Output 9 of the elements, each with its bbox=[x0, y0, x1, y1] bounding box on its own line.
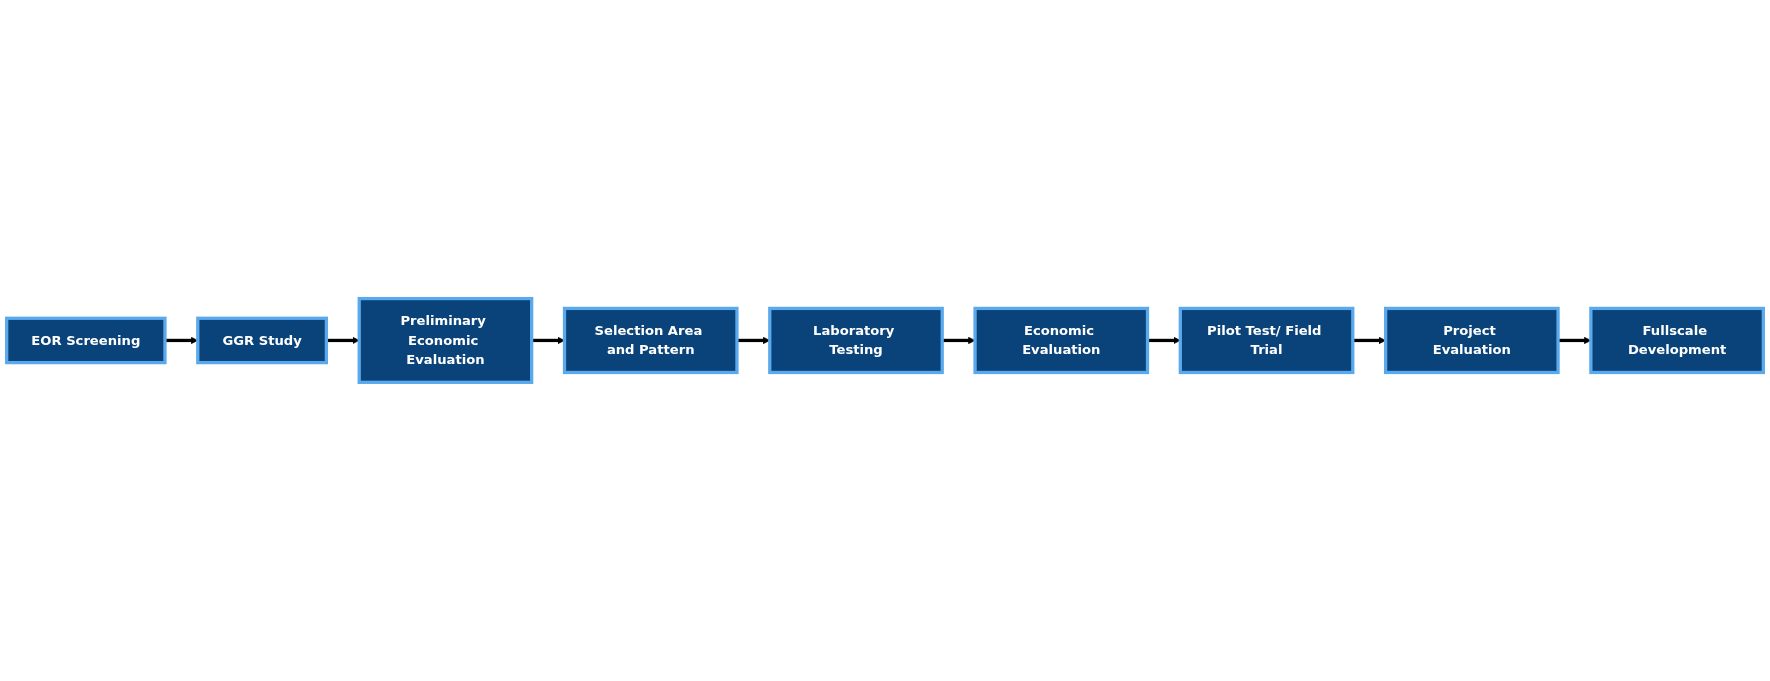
node-box: GGR Study bbox=[196, 316, 328, 365]
node-box: Pilot Test/ Field Trial bbox=[1178, 306, 1355, 375]
node-box: Selection Area and Pattern bbox=[562, 306, 739, 375]
node-box: Fullscale Development bbox=[1589, 306, 1765, 375]
node-box: Project Evaluation bbox=[1383, 306, 1560, 375]
node-box: Economic Evaluation bbox=[973, 306, 1150, 375]
node-box: Laboratory Testing bbox=[768, 306, 944, 375]
node-box: Preliminary Economic Evaluation bbox=[357, 297, 534, 384]
node-box: EOR Screening bbox=[5, 316, 167, 365]
